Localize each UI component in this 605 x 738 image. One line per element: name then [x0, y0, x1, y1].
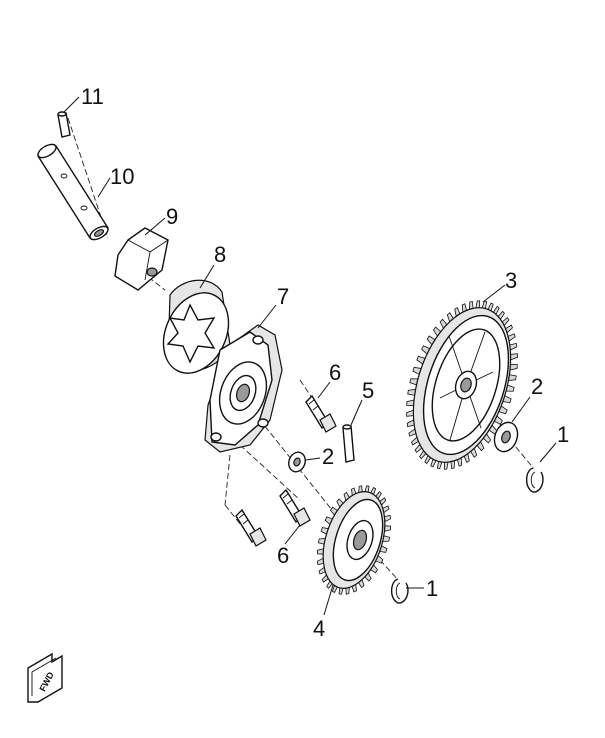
gear3-tooth: [443, 461, 449, 470]
part-3-large-gear: [406, 300, 518, 470]
callout-1-lower: 1: [426, 576, 438, 601]
callout-labels: 11 10 9 8 7 6 5 3 2 2 1 1 4 6: [81, 84, 569, 641]
part-2-washer-small: [288, 451, 306, 473]
leader-lines: [63, 96, 557, 616]
part-6-bolt-lower-left: [235, 508, 267, 547]
part-6-bolt-upper: [305, 394, 337, 433]
callout-11: 11: [81, 84, 104, 109]
callout-3: 3: [505, 268, 517, 293]
callout-8: 8: [214, 242, 226, 267]
callout-2-large-washer: 2: [531, 374, 543, 399]
part-8-outer-rotor: [162, 279, 231, 374]
part-4-small-gear: [316, 485, 392, 595]
part-11-pin: [57, 111, 71, 138]
part-5-dowel-pin: [342, 424, 355, 463]
part-9-drive-block: [114, 227, 169, 291]
callout-10: 10: [110, 164, 134, 189]
callout-4: 4: [313, 616, 325, 641]
callout-2-small-washer: 2: [322, 444, 334, 469]
callout-1-right: 1: [557, 422, 569, 447]
callout-6-lower: 6: [277, 543, 289, 568]
callout-6-upper: 6: [329, 360, 341, 385]
gear3-tooth: [510, 353, 518, 361]
part-10-shaft: [37, 143, 109, 241]
callout-5: 5: [362, 378, 374, 403]
part-6-bolt-lower-right: [279, 488, 311, 527]
part-2-washer-large: [493, 421, 519, 453]
gear3-tooth: [406, 409, 414, 417]
callout-9: 9: [166, 204, 178, 229]
part-7-pump-housing: [204, 324, 283, 453]
part-1-circlip-right: [525, 467, 544, 493]
fwd-direction-badge: FWD: [27, 652, 63, 703]
gear3-tooth: [475, 300, 481, 309]
part-1-circlip-lower: [390, 578, 409, 604]
callout-7: 7: [277, 284, 289, 309]
